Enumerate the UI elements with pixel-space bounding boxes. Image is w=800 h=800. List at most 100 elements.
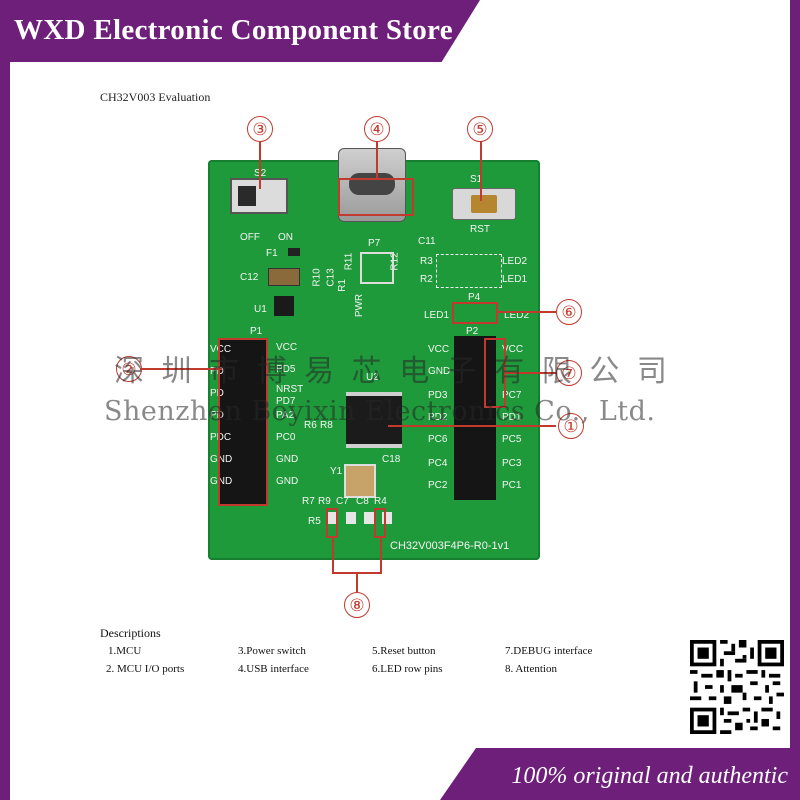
description-item: 7.DEBUG interface	[505, 645, 593, 657]
label-c8: C8	[356, 496, 369, 507]
regulator-u1	[274, 296, 294, 316]
label-p4: P4	[468, 292, 481, 303]
left-partial-label: GND	[210, 476, 233, 487]
left-header	[220, 338, 268, 504]
left-partial-label: GND	[210, 454, 233, 465]
label-r9: R9	[318, 496, 331, 507]
label-p7: P7	[368, 238, 381, 249]
mcu-chip	[346, 392, 402, 448]
right-pin-label-b: PC5	[502, 434, 522, 445]
description-item: 2. MCU I/O ports	[106, 663, 185, 675]
tagline: 100% original and authentic	[511, 763, 788, 789]
label-r1: R1	[336, 279, 348, 292]
label-on: ON	[278, 232, 293, 243]
right-pin-label: PC4	[428, 458, 448, 469]
label-c13: C13	[325, 268, 337, 287]
leader-line-5	[480, 141, 482, 201]
label-p2: P2	[466, 326, 479, 337]
leader-line-1	[388, 425, 556, 427]
label-r6: R6	[304, 420, 317, 431]
right-pin-label: GND	[428, 366, 451, 377]
marker-4: ④	[364, 116, 390, 142]
label-c18: C18	[382, 454, 401, 465]
descriptions-heading: Descriptions	[100, 626, 161, 640]
crystal-y1	[344, 464, 376, 498]
annotation-box-io	[218, 338, 268, 506]
right-pin-label-b: VCC	[502, 344, 524, 355]
qr-code-icon	[690, 640, 784, 734]
attention-pads	[328, 510, 394, 526]
store-banner	[0, 0, 480, 62]
leader-line-8v	[356, 572, 358, 592]
right-pin-label: PC2	[428, 480, 448, 491]
label-r4: R4	[374, 496, 387, 507]
description-item: 3.Power switch	[238, 645, 306, 657]
left-pin-label: GND	[276, 454, 299, 465]
annotation-box-usb	[338, 178, 414, 216]
label-r8: R8	[320, 420, 333, 431]
leader-line-8b	[380, 538, 382, 574]
label-y1: Y1	[330, 466, 343, 477]
left-pin-label: PD7	[276, 396, 296, 407]
marker-3: ③	[247, 116, 273, 142]
label-off: OFF	[240, 232, 260, 243]
watermark-chinese: 深 圳 市 博 易 芯 电 子 有 限 公 司	[114, 354, 671, 389]
led-pads	[436, 254, 502, 288]
right-pin-label: PD2	[428, 412, 448, 423]
left-partial-label: PDC	[210, 432, 232, 443]
resistor-pads	[360, 252, 394, 284]
left-pin-label: VCC	[276, 342, 298, 353]
marker-1: ①	[558, 413, 584, 439]
label-s1: S1	[470, 174, 483, 185]
left-partial-label: PD	[210, 410, 224, 421]
board-model: CH32V003F4P6-R0-1v1	[390, 540, 510, 552]
leader-line-6	[498, 311, 556, 313]
label-r7: R7	[302, 496, 315, 507]
annotation-box-attention-left	[326, 508, 338, 538]
marker-6: ⑥	[556, 299, 582, 325]
label-rst: RST	[470, 224, 490, 235]
annotation-box-led	[452, 302, 498, 324]
label-r3: R3	[420, 256, 433, 267]
reset-button	[452, 188, 516, 220]
label-u1: U1	[254, 304, 267, 315]
marker-2: ②	[116, 356, 142, 382]
label-led1: LED1	[502, 274, 528, 285]
capacitor-c12	[268, 268, 300, 286]
description-item: 1.MCU	[108, 645, 142, 657]
marker-7: ⑦	[556, 360, 582, 386]
left-pin-label: PD5	[276, 364, 296, 375]
right-pin-label: VCC	[428, 344, 450, 355]
label-r5: R5	[308, 516, 321, 527]
left-pin-label: GND	[276, 476, 299, 487]
store-name: WXD Electronic Component Store	[14, 14, 453, 46]
left-partial-label: PD	[210, 388, 224, 399]
right-pin-label-b: PD1	[502, 412, 522, 423]
right-pin-label: PD3	[428, 390, 448, 401]
left-partial-label: PD	[210, 366, 224, 377]
description-item: 4.USB interface	[238, 663, 309, 675]
label-pwr: PWR	[354, 293, 366, 318]
leader-line-8a	[332, 538, 334, 574]
label-led2: LED2	[502, 256, 528, 267]
label-r2: R2	[420, 274, 433, 285]
label-p1: P1	[250, 326, 263, 337]
marker-5: ⑤	[467, 116, 493, 142]
left-pin-label: NRST	[276, 384, 304, 395]
tagline-banner	[440, 748, 800, 800]
label-f1: F1	[266, 248, 278, 259]
right-pin-label: PC6	[428, 434, 448, 445]
left-pin-label: PA2	[276, 410, 295, 421]
fuse-f1	[288, 248, 300, 256]
figure-title: CH32V003 Evaluation	[100, 90, 211, 104]
leader-line-4	[376, 141, 378, 179]
label-r11: R11	[343, 252, 355, 271]
leader-line-2	[140, 368, 222, 370]
label-led1-row: LED1	[424, 310, 450, 321]
annotation-box-attention-right	[374, 508, 386, 538]
marker-8: ⑧	[344, 592, 370, 618]
left-partial-label: VCC	[210, 344, 232, 355]
description-item: 8. Attention	[505, 663, 557, 675]
right-pin-label-b: PC1	[502, 480, 522, 491]
leader-line-3	[259, 141, 261, 189]
